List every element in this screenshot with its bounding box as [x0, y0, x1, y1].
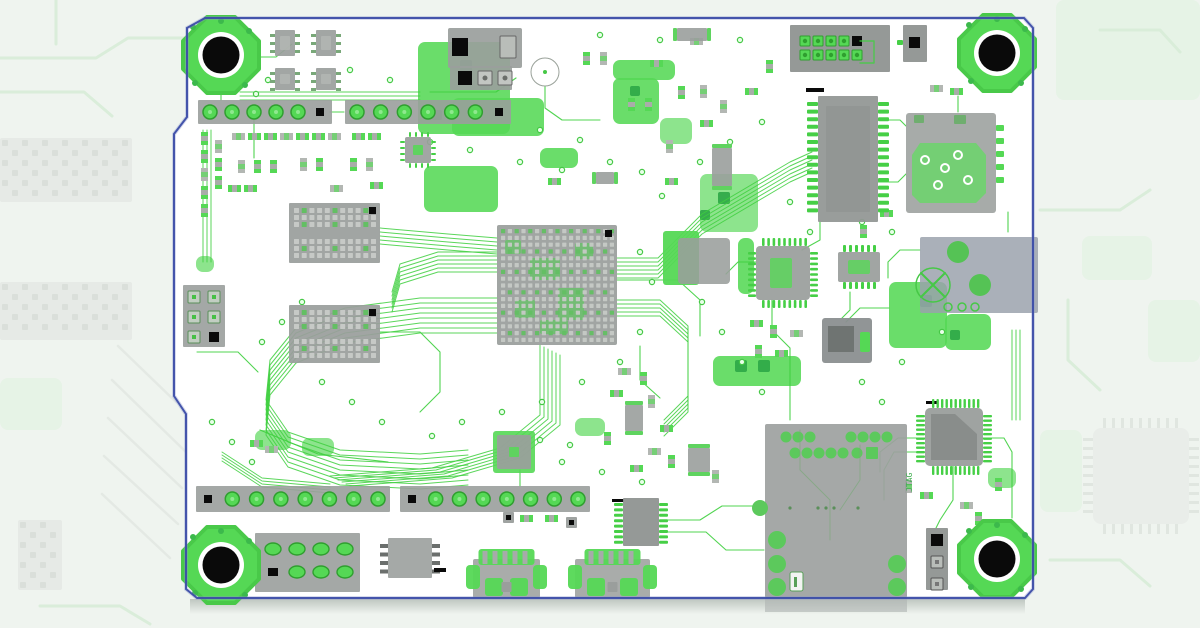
cpu-bga	[497, 225, 617, 345]
micro-usb-1	[466, 549, 547, 598]
small-ic-3	[270, 68, 300, 91]
small-part-3	[688, 444, 710, 476]
soic-16	[612, 498, 668, 546]
passive-parts	[201, 38, 1002, 528]
ethernet-jack	[752, 424, 907, 612]
mounting-holes	[181, 13, 1037, 605]
vias	[208, 31, 946, 486]
box-header	[790, 25, 890, 72]
board-outline	[172, 16, 1035, 600]
header-strip-1	[198, 100, 332, 124]
header-strip-2	[345, 100, 511, 124]
regulator	[822, 318, 872, 363]
jumper-header	[183, 285, 225, 347]
connector-small	[897, 25, 927, 62]
small-part-4	[625, 401, 643, 435]
power-component	[448, 28, 522, 68]
mounting-hole-top-left	[181, 15, 261, 95]
soic-8	[380, 538, 446, 578]
usb-connector	[915, 237, 1038, 313]
micro-usb-2	[568, 549, 657, 598]
ethernet-phy	[916, 399, 992, 475]
header-strip-4	[400, 486, 590, 512]
small-ic-1	[270, 30, 300, 56]
ddr-memory-1	[289, 203, 380, 263]
qfp-ic	[748, 238, 818, 308]
drill-hole	[530, 57, 560, 87]
small-part-2	[592, 172, 618, 184]
power-inductor	[663, 231, 730, 285]
mounting-hole-bottom-right	[957, 519, 1037, 599]
soic-ic	[838, 245, 880, 289]
header-strip-3	[196, 486, 390, 512]
silkscreen-labels: JTAG	[905, 473, 914, 492]
flash-tsop	[806, 88, 889, 222]
qfn-small-1	[400, 132, 436, 168]
vertical-component	[712, 144, 732, 190]
qfn-small-2	[493, 431, 535, 473]
pad-block	[255, 533, 360, 592]
components	[183, 25, 1038, 612]
microsd-slot	[906, 113, 1004, 213]
mounting-hole-top-right	[957, 13, 1037, 93]
svg-text:JTAG: JTAG	[905, 473, 914, 492]
mounting-hole-bottom-left	[181, 525, 261, 605]
small-ic-2	[311, 30, 341, 56]
ddr-memory-2	[289, 305, 380, 363]
small-part-1	[673, 28, 711, 41]
pad-component	[450, 66, 513, 90]
small-ic-4	[311, 68, 341, 91]
pin-header-3	[926, 528, 948, 591]
